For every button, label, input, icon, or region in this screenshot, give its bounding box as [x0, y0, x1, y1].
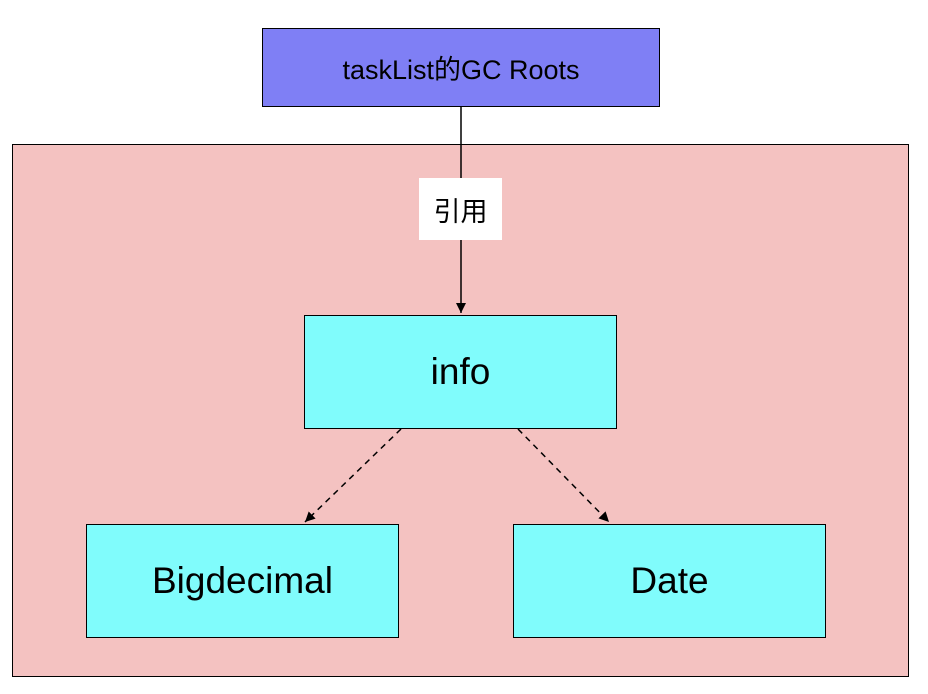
date-label: Date [630, 560, 709, 601]
info-node: info [304, 315, 617, 429]
gc-roots-node: taskList的GC Roots [262, 28, 660, 107]
date-node: Date [513, 524, 826, 638]
gc-roots-label: taskList的GC Roots [342, 55, 580, 85]
info-label: info [430, 351, 491, 392]
bigdecimal-label: Bigdecimal [152, 560, 333, 601]
bigdecimal-node: Bigdecimal [86, 524, 399, 638]
edge-label-reference: 引用 [419, 178, 502, 240]
